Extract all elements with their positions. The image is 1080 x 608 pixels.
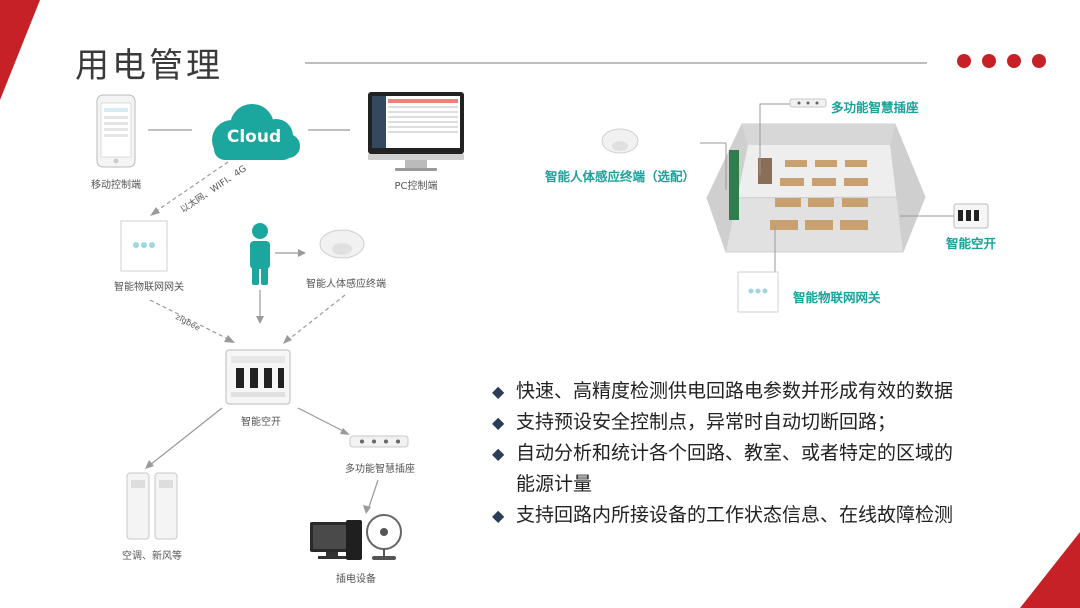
dot: [1007, 54, 1021, 68]
circuit-breaker-icon: [225, 349, 291, 405]
ac-label: 空调、新风等: [122, 551, 182, 562]
room-gateway-label: 智能物联网网关: [793, 290, 881, 305]
pc-monitor-icon: [368, 92, 464, 171]
title-divider: [305, 62, 927, 64]
dot: [982, 54, 996, 68]
gateway-breaker-link: [149, 299, 231, 341]
breaker-ac-link: [149, 407, 223, 466]
room-breaker-icon: [953, 203, 989, 229]
arrowhead: [283, 335, 292, 344]
gateway-panel-icon: [120, 220, 168, 272]
arrowheads: [145, 207, 371, 514]
feature-list: ◆ 快速、高精度检测供电回路电参数并形成有效的数据 ◆ 支持预设安全控制点，异常…: [492, 376, 1062, 531]
classroom-illustration: [706, 123, 926, 253]
sensor-label: 智能人体感应终端: [306, 279, 386, 290]
page-title: 用电管理: [75, 46, 223, 86]
gateway-label: 智能物联网网关: [114, 282, 184, 293]
arrowhead: [145, 460, 154, 469]
cloud-label: Cloud: [226, 127, 282, 147]
desktop-computer-icon: [310, 520, 362, 560]
arrowhead: [340, 428, 350, 435]
dot: [957, 54, 971, 68]
cloud-icon: [212, 104, 300, 160]
electric-fan-icon: [366, 514, 402, 560]
mobile-label: 移动控制端: [91, 180, 141, 191]
air-conditioner-icon: [126, 472, 178, 540]
classroom-blackboard: [729, 150, 739, 220]
motion-sensor-icon: [319, 229, 365, 259]
connector-lines: [148, 129, 379, 511]
mobile-phone-icon: [96, 94, 136, 168]
feature-item: ◆ 快速、高精度检测供电回路电参数并形成有效的数据: [492, 376, 1062, 407]
room-socket-label: 多功能智慧插座: [831, 100, 919, 115]
person-icon: [250, 223, 270, 285]
bottom-right-red-corner: [1020, 532, 1080, 608]
breaker-socket-link: [297, 407, 346, 433]
feature-item-continuation: 能源计量: [516, 473, 593, 495]
room-power-strip-icon: [789, 98, 827, 108]
arrowhead: [224, 335, 235, 343]
power-strip-icon: [349, 435, 409, 448]
classroom-desks: [770, 160, 868, 230]
arrowhead: [298, 249, 306, 257]
feature-item: ◆ 自动分析和统计各个回路、教室、或者特定的区域的: [492, 438, 1062, 469]
decorative-dots: [957, 54, 1046, 68]
top-left-red-corner: [0, 0, 40, 100]
diamond-bullet-icon: ◆: [492, 506, 505, 525]
socket-label: 多功能智慧插座: [345, 464, 415, 475]
socket-appliance-link: [367, 479, 379, 511]
arrowhead: [150, 207, 160, 216]
diamond-bullet-icon: ◆: [492, 382, 505, 401]
room-breaker-label: 智能空开: [946, 236, 997, 251]
room-sensor-label: 智能人体感应终端（选配）: [545, 169, 696, 184]
feature-item: ◆ 支持预设安全控制点，异常时自动切断回路；: [492, 407, 1062, 438]
diamond-bullet-icon: ◆: [492, 413, 505, 432]
feature-item: ◆ 支持回路内所接设备的工作状态信息、在线故障检测: [492, 500, 1062, 531]
appliance-label: 插电设备: [336, 574, 376, 585]
room-motion-sensor-icon: [601, 128, 639, 154]
cloud-gateway-link: [154, 161, 229, 213]
dot: [1032, 54, 1046, 68]
room-gateway-icon: [737, 271, 779, 313]
diamond-bullet-icon: ◆: [492, 444, 505, 463]
sensor-breaker-link: [287, 294, 346, 341]
arrowhead: [256, 316, 264, 324]
pc-label: PC控制端: [394, 181, 438, 192]
arrowhead: [363, 505, 371, 514]
breaker-label: 智能空开: [241, 417, 281, 428]
